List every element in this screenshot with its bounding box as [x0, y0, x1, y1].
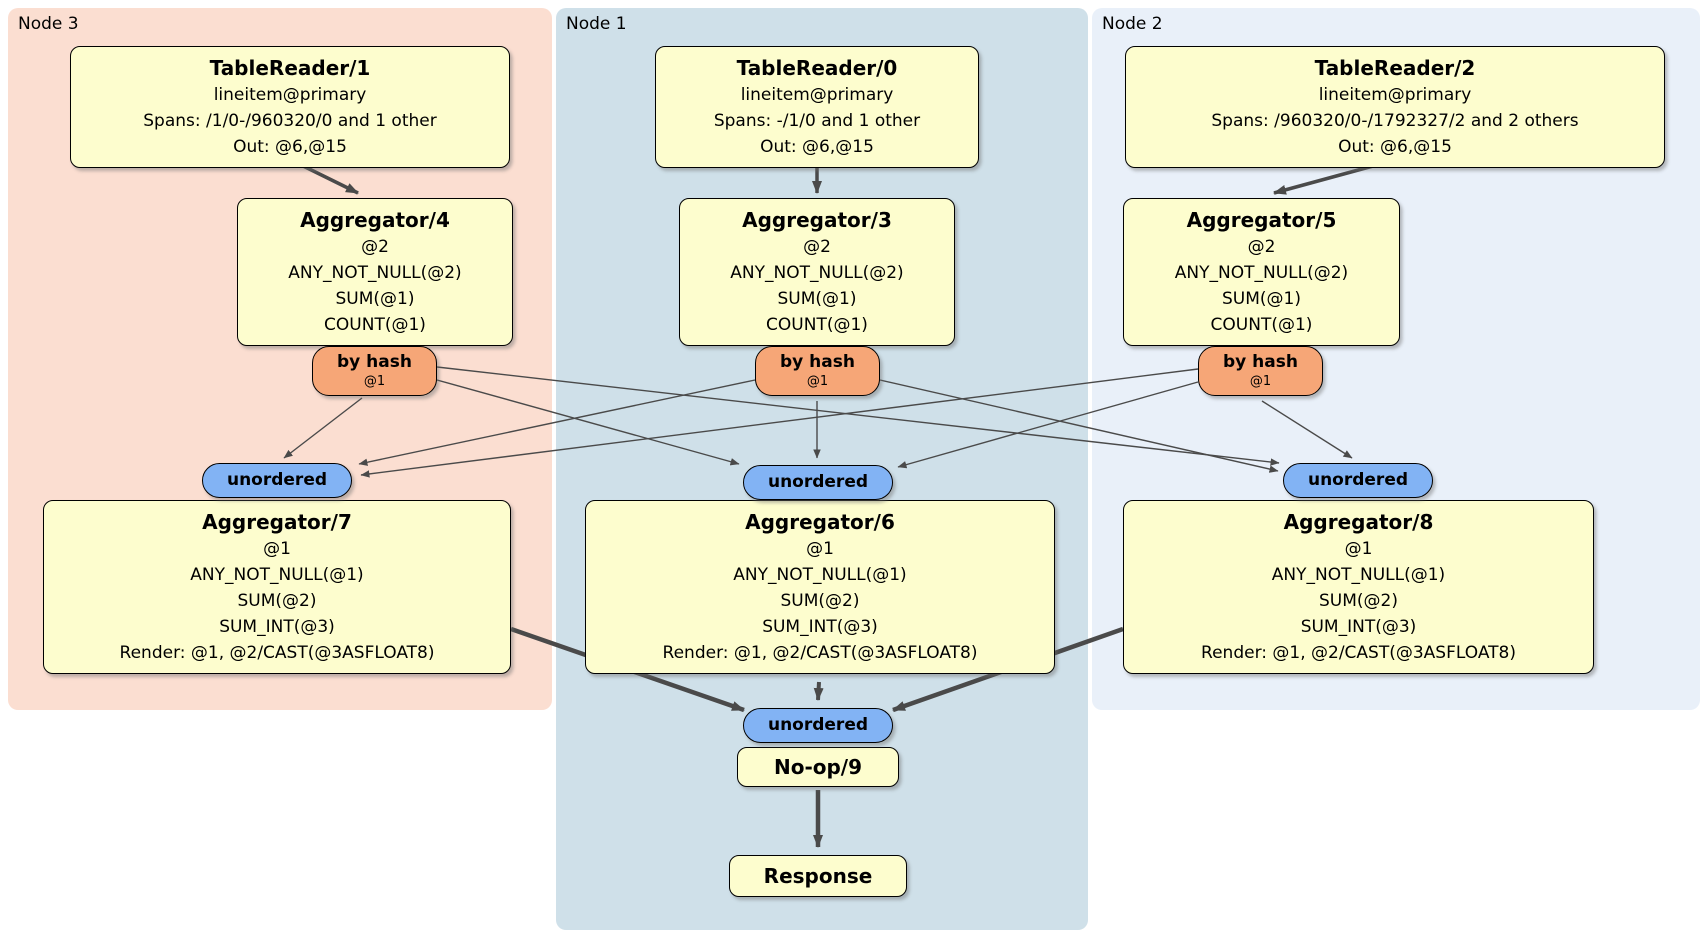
aggregator-fn: ANY_NOT_NULL(@1)	[733, 565, 907, 585]
aggregator-group: @1	[263, 539, 291, 559]
processor-spans: Spans: /1/0-/960320/0 and 1 other	[143, 111, 437, 131]
aggregator-fn: COUNT(@1)	[766, 315, 868, 335]
processor-aggregator-7: Aggregator/7 @1 ANY_NOT_NULL(@1) SUM(@2)…	[43, 500, 511, 674]
aggregator-group: @2	[1247, 237, 1276, 257]
aggregator-group: @1	[806, 539, 834, 559]
router-by-hash-4: by hash @1	[312, 346, 437, 396]
edge-byhash3-unordered-right	[879, 379, 1279, 473]
processor-title: TableReader/2	[1314, 56, 1476, 80]
processor-tablereader-0: TableReader/0 lineitem@primary Spans: -/…	[655, 46, 979, 168]
processor-title: No-op/9	[773, 755, 863, 779]
processor-out: Out: @6,@15	[233, 137, 347, 157]
processor-aggregator-4: Aggregator/4 @2 ANY_NOT_NULL(@2) SUM(@1)…	[237, 198, 513, 346]
aggregator-fn: SUM(@2)	[237, 591, 317, 611]
router-key: @1	[363, 374, 386, 389]
processor-title: Aggregator/3	[742, 208, 892, 232]
sync-unordered-final: unordered	[743, 708, 893, 743]
processor-spans: Spans: /960320/0-/1792327/2 and 2 others	[1211, 111, 1579, 131]
processor-aggregator-8: Aggregator/8 @1 ANY_NOT_NULL(@1) SUM(@2)…	[1123, 500, 1594, 674]
aggregator-fn: SUM_INT(@3)	[219, 617, 335, 637]
processor-title: Aggregator/7	[202, 510, 352, 534]
aggregator-render: Render: @1, @2/CAST(@3ASFLOAT8)	[119, 643, 435, 663]
aggregator-render: Render: @1, @2/CAST(@3ASFLOAT8)	[662, 643, 978, 663]
processor-table: lineitem@primary	[213, 85, 367, 105]
processor-out: Out: @6,@15	[1338, 137, 1452, 157]
processor-title: TableReader/1	[209, 56, 371, 80]
aggregator-group: @1	[1344, 539, 1373, 559]
edge-byhash5-unordered-right	[1261, 400, 1353, 459]
aggregator-fn: COUNT(@1)	[1210, 315, 1313, 335]
processor-out: Out: @6,@15	[760, 137, 874, 157]
node1-label: Node 1	[566, 14, 627, 34]
aggregator-fn: SUM(@1)	[1222, 289, 1301, 309]
processor-title: Aggregator/6	[745, 510, 895, 534]
aggregator-fn: SUM_INT(@3)	[762, 617, 878, 637]
aggregator-group: @2	[803, 237, 831, 257]
processor-noop-9: No-op/9	[737, 747, 899, 787]
processor-aggregator-5: Aggregator/5 @2 ANY_NOT_NULL(@2) SUM(@1)…	[1123, 198, 1400, 346]
sync-unordered-right: unordered	[1283, 463, 1433, 498]
router-key: @1	[1249, 374, 1272, 389]
router-by-hash-5: by hash @1	[1198, 346, 1323, 396]
edge-agg6-unordered-final	[813, 681, 824, 701]
processor-aggregator-6: Aggregator/6 @1 ANY_NOT_NULL(@1) SUM(@2)…	[585, 500, 1055, 674]
processor-table: lineitem@primary	[1318, 85, 1472, 105]
processor-table: lineitem@primary	[740, 85, 894, 105]
aggregator-fn: ANY_NOT_NULL(@1)	[1271, 565, 1446, 585]
router-key: @1	[806, 374, 829, 389]
processor-spans: Spans: -/1/0 and 1 other	[713, 111, 921, 131]
edge-byhash4-unordered-right	[436, 366, 1280, 466]
aggregator-group: @2	[361, 237, 389, 257]
aggregator-fn: SUM(@1)	[335, 289, 415, 309]
edge-byhash4-unordered-left	[283, 397, 363, 459]
processor-aggregator-3: Aggregator/3 @2 ANY_NOT_NULL(@2) SUM(@1)…	[679, 198, 955, 346]
aggregator-fn: ANY_NOT_NULL(@2)	[1174, 263, 1349, 283]
edge-byhash4-unordered-mid	[436, 379, 740, 466]
processor-title: Aggregator/4	[300, 208, 450, 232]
router-by-hash-3: by hash @1	[755, 346, 880, 396]
processor-title: Response	[763, 864, 873, 888]
node2-label: Node 2	[1102, 14, 1163, 34]
response-node: Response	[729, 855, 907, 897]
aggregator-fn: COUNT(@1)	[324, 315, 426, 335]
processor-title: TableReader/0	[736, 56, 898, 80]
aggregator-fn: ANY_NOT_NULL(@1)	[190, 565, 364, 585]
aggregator-fn: SUM_INT(@3)	[1300, 617, 1417, 637]
aggregator-fn: ANY_NOT_NULL(@2)	[288, 263, 462, 283]
edge-byhash5-unordered-mid	[897, 381, 1199, 469]
aggregator-fn: SUM(@2)	[780, 591, 860, 611]
sync-unordered-left: unordered	[202, 463, 352, 498]
processor-title: Aggregator/8	[1283, 510, 1434, 534]
aggregator-render: Render: @1, @2/CAST(@3ASFLOAT8)	[1201, 643, 1516, 663]
aggregator-fn: SUM(@2)	[1319, 591, 1398, 611]
edge-byhash3-unordered-left	[358, 379, 756, 466]
processor-title: Aggregator/5	[1186, 208, 1337, 232]
router-label: by hash	[1223, 352, 1298, 372]
edge-byhash5-unordered-left	[360, 368, 1199, 478]
processor-tablereader-2: TableReader/2 lineitem@primary Spans: /9…	[1125, 46, 1665, 168]
sync-unordered-mid: unordered	[743, 465, 893, 500]
aggregator-fn: ANY_NOT_NULL(@2)	[730, 263, 904, 283]
processor-tablereader-1: TableReader/1 lineitem@primary Spans: /1…	[70, 46, 510, 168]
node3-label: Node 3	[18, 14, 79, 34]
router-label: by hash	[780, 352, 855, 372]
router-label: by hash	[337, 352, 412, 372]
aggregator-fn: SUM(@1)	[777, 289, 857, 309]
